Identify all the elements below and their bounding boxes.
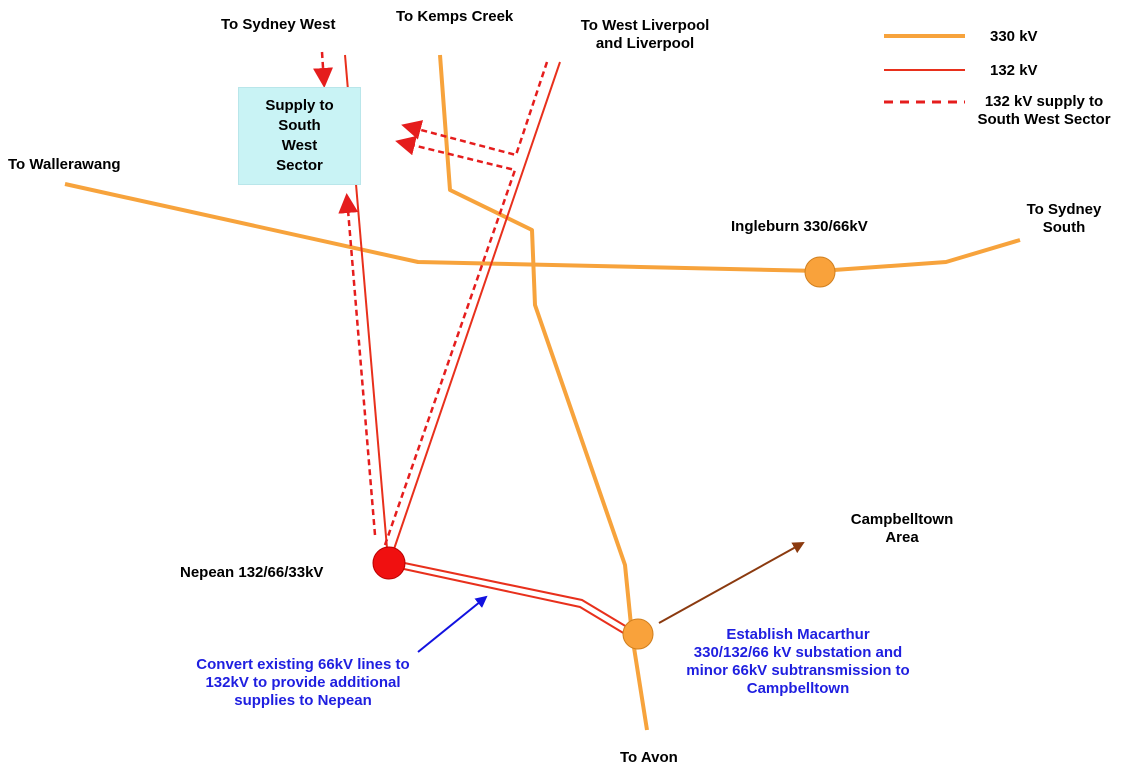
label-to-kemps-creek: To Kemps Creek xyxy=(396,8,514,25)
line-132kv-nepean-macarthur-b xyxy=(389,565,631,638)
label-to-avon: To Avon xyxy=(620,749,678,766)
line-132kv-west-liverpool xyxy=(392,61,561,553)
legend-label-330kv: 330 kV xyxy=(990,28,1038,45)
label-campbelltown-area: Campbelltown Area xyxy=(850,511,954,546)
label-to-west-liverpool: To West Liverpool and Liverpool xyxy=(580,17,710,52)
ingleburn-node xyxy=(804,256,836,288)
macarthur-node xyxy=(622,618,654,650)
supply-dashed-liverpool-outer xyxy=(401,61,549,157)
supply-dashed-from-sydney-west xyxy=(313,51,334,88)
legend-label-132kv: 132 kV xyxy=(990,62,1038,79)
line-132kv-nepean-macarthur-a xyxy=(389,559,633,631)
legend-label-supply: 132 kV supply to South West Sector xyxy=(977,93,1111,128)
label-establish-macarthur: Establish Macarthur 330/132/66 kV substa… xyxy=(686,626,910,697)
arrow-to-campbelltown-area xyxy=(658,542,805,624)
arrow-convert-lines xyxy=(417,595,488,653)
label-to-wallerawang: To Wallerawang xyxy=(8,156,121,173)
label-to-sydney-south: To Sydney South xyxy=(1026,201,1102,236)
label-to-sydney-west: To Sydney West xyxy=(221,16,336,33)
nepean-node xyxy=(372,546,406,580)
line-330kv-wallerawang-ingleburn xyxy=(64,182,1021,273)
supply-dashed-from-nepean xyxy=(338,193,377,536)
label-convert-existing: Convert existing 66kV lines to 132kV to … xyxy=(196,656,410,709)
supply-box-label: Supply to South West Sector xyxy=(265,97,334,174)
label-ingleburn: Ingleburn 330/66kV xyxy=(731,218,868,235)
supply-box: Supply to South West Sector xyxy=(238,87,361,185)
supply-dashed-liverpool-inner xyxy=(383,135,517,546)
label-nepean: Nepean 132/66/33kV xyxy=(180,564,324,581)
